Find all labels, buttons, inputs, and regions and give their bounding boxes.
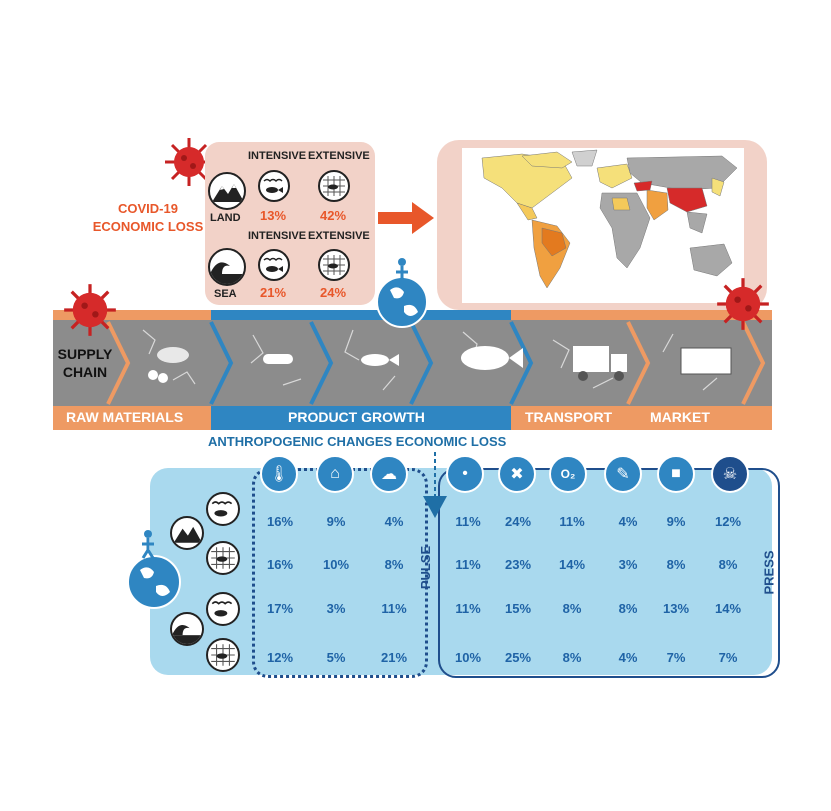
- toxic-algae-icon: ☠: [711, 455, 749, 493]
- arrow-right-icon: [378, 200, 434, 241]
- sea-intensive-header: INTENSIVE: [248, 230, 307, 242]
- supply-chain-label: SUPPLY CHAIN: [55, 345, 115, 381]
- fish-extensive-sea-icon: [318, 249, 350, 281]
- sea-extensive-header: EXTENSIVE: [308, 230, 370, 242]
- land-extensive-value: 42%: [320, 208, 347, 223]
- covid-loss-label: COVID-19 ECONOMIC LOSS: [88, 200, 208, 236]
- stage-transport: TRANSPORT: [525, 409, 613, 425]
- fish-intensive-icon: [258, 170, 290, 202]
- sea-intensive-value: 21%: [260, 285, 287, 300]
- land-intensive-value: 13%: [260, 208, 287, 223]
- microplastic-icon: •: [446, 455, 484, 493]
- fish-intensive-land-icon: [206, 492, 240, 526]
- fish-extensive-land-icon: [206, 541, 240, 575]
- stage-raw-materials: RAW MATERIALS: [66, 409, 184, 425]
- supply-chain-line2: CHAIN: [62, 364, 108, 380]
- wave-icon: [208, 248, 246, 286]
- land-label: LAND: [210, 212, 241, 224]
- thermometer-icon: 🌡: [260, 455, 298, 493]
- covid-title-line2: ECONOMIC LOSS: [92, 219, 204, 234]
- world-map: [462, 148, 744, 303]
- arrow-down-icon: [420, 452, 450, 527]
- stage-market: MARKET: [650, 409, 710, 425]
- stage-product-growth: PRODUCT GROWTH: [288, 409, 425, 425]
- globe-climbers-bottom-icon: [124, 526, 184, 615]
- fish-extensive-icon: [318, 170, 350, 202]
- anthro-title: ANTHROPOGENIC CHANGES ECONOMIC LOSS: [208, 434, 507, 449]
- mountain-icon: [208, 172, 246, 210]
- sea-label: SEA: [214, 288, 237, 300]
- storm-cloud-icon: ☁: [370, 455, 408, 493]
- supply-chain-band: [53, 310, 772, 430]
- factory-icon: ■: [657, 455, 695, 493]
- land-extensive-header: EXTENSIVE: [308, 150, 370, 162]
- fish-intensive-sea-row-icon: [206, 592, 240, 626]
- pulse-box: [252, 468, 428, 678]
- flood-house-icon: ⌂: [316, 455, 354, 493]
- virus-icon: [163, 136, 215, 193]
- bandage-icon: ✖: [498, 455, 536, 493]
- sea-extensive-value: 24%: [320, 285, 347, 300]
- press-box: [438, 468, 780, 678]
- press-label: PRESS: [761, 550, 777, 595]
- mountain-bottom-icon: [170, 516, 204, 550]
- land-intensive-header: INTENSIVE: [248, 150, 307, 162]
- fish-extensive-sea-row-icon: [206, 638, 240, 672]
- pulse-label: PULSE: [418, 545, 434, 590]
- virus-icon-right: [715, 276, 771, 337]
- covid-title-line1: COVID-19: [118, 201, 178, 216]
- fish-intensive-sea-icon: [258, 249, 290, 281]
- chemical-spray-icon: ✎: [604, 455, 642, 493]
- virus-icon-left: [62, 282, 118, 343]
- globe-climbers-icon: [372, 250, 432, 335]
- oxygen-drop-icon: O₂: [549, 455, 587, 493]
- supply-chain-line1: SUPPLY: [57, 346, 113, 362]
- wave-bottom-icon: [170, 612, 204, 646]
